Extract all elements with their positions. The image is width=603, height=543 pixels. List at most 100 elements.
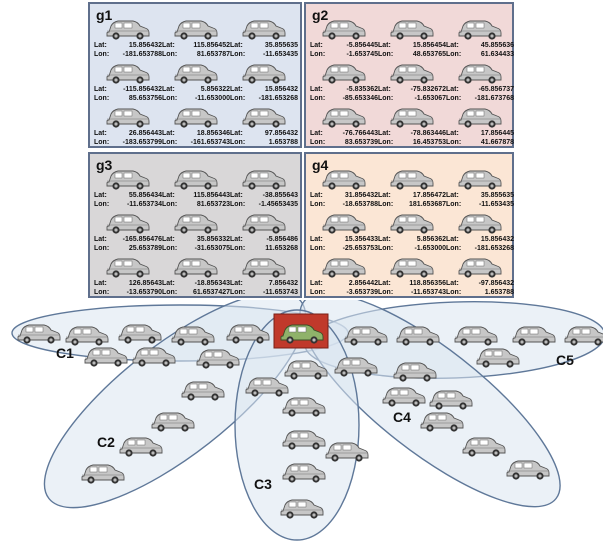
car-icon [106,64,150,84]
lon-key: Lon: [230,245,246,252]
lat-key: Lat: [162,280,175,287]
longitude-value: Lon:-181.653268 [446,245,514,253]
cluster-diagram: C1 C2 C3 C4 C5 [11,300,603,541]
car-icon [106,214,150,234]
lon-number: -1.45653435 [258,201,298,208]
lat-key: Lat: [310,280,323,287]
lat-key: Lat: [94,42,107,49]
cluster-c4-label: C4 [393,409,411,425]
group-g1-title: g1 [96,7,113,23]
lon-key: Lon: [162,201,178,208]
lon-key: Lon: [94,139,110,146]
longitude-value: Lon:48.653765 [378,51,446,59]
latitude-value: Lat:115.856443 [162,192,230,200]
lon-number: -31.653075 [194,245,230,252]
car-icon [106,170,150,190]
longitude-value: Lon:1.653788 [230,139,298,147]
car-icon [390,64,434,84]
lat-number: 31.856432 [344,192,378,199]
car-icon [322,108,366,128]
longitude-value: Lon:-1.653000 [378,245,446,253]
car-icon [458,108,502,128]
car-icon [106,108,150,128]
longitude-value: Lon:11.653268 [230,245,298,253]
cluster-c3-label: C3 [254,476,272,492]
car-icon [174,258,218,278]
latitude-value: Lat:26.856443 [94,130,162,138]
latitude-value: Lat:-5.835362 [310,86,378,94]
latitude-value: Lat:5.856322 [162,86,230,94]
car-icon [174,64,218,84]
lon-key: Lon: [446,95,462,102]
longitude-value: Lon:181.653687 [378,201,446,209]
lon-number: -11.653000 [194,95,230,102]
longitude-value: Lon:-181.673768 [446,95,514,103]
longitude-value: Lon:1.653788 [446,289,514,297]
latitude-value: Lat:-65.856737 [446,86,514,94]
lat-number: -75.832672 [410,86,446,93]
lon-key: Lon: [310,139,326,146]
lat-key: Lat: [378,192,391,199]
lat-key: Lat: [310,192,323,199]
lat-key: Lat: [230,86,243,93]
car-icon [322,214,366,234]
car-icon [322,258,366,278]
lon-key: Lon: [162,139,178,146]
latitude-value: Lat:5.856362 [378,236,446,244]
car-icon [242,170,286,190]
lon-key: Lon: [310,289,326,296]
lon-key: Lon: [378,289,394,296]
lat-number: -115.856432 [123,86,162,93]
lat-key: Lat: [162,236,175,243]
longitude-value: Lon:25.653789 [94,245,162,253]
group-g2-title: g2 [312,7,329,23]
car-icon [390,20,434,40]
latitude-value: Lat: 31.856432 [310,192,378,200]
longitude-value: Lon: 83.653739 [310,139,378,147]
lat-number: 115.856443 [193,192,230,199]
group-g3-title: g3 [96,157,113,173]
lon-key: Lon: [378,51,394,58]
longitude-value: Lon:85.653756 [94,95,162,103]
latitude-value: Lat:18.856346 [162,130,230,138]
lat-number: 15.356433 [344,236,378,243]
lat-number: 7.856432 [268,280,298,287]
lon-number: 61.6537427 [193,289,230,296]
lon-number: -85.653346 [342,95,378,102]
lon-key: Lon: [310,245,326,252]
latitude-value: Lat:35.855635 [446,192,514,200]
lat-number: -97.856432 [478,280,514,287]
lon-number: 83.653739 [344,139,378,146]
latitude-value: Lat:-165.856476 [94,236,162,244]
lon-number: -181.653268 [474,245,514,252]
latitude-value: Lat:126.85643 [94,280,162,288]
car-icon [458,20,502,40]
lon-number: 1.653788 [268,139,298,146]
lon-number: -161.653743 [190,139,230,146]
lat-key: Lat: [230,42,243,49]
lat-number: -165.856476 [122,236,162,243]
lon-number: -181.653788 [122,51,162,58]
lon-number: -11.653743 [410,289,446,296]
group-g4-title: g4 [312,157,329,173]
latitude-value: Lat:15.856432 [230,86,298,94]
longitude-value: Lon:81.653787 [162,51,230,59]
lat-number: 118.856356 [409,280,446,287]
lat-key: Lat: [378,236,391,243]
longitude-value: Lon:41.667878 [446,139,514,147]
lat-number: 115.856452 [193,42,230,49]
lon-number: -181.653268 [258,95,298,102]
lon-number: -11.653435 [262,51,298,58]
